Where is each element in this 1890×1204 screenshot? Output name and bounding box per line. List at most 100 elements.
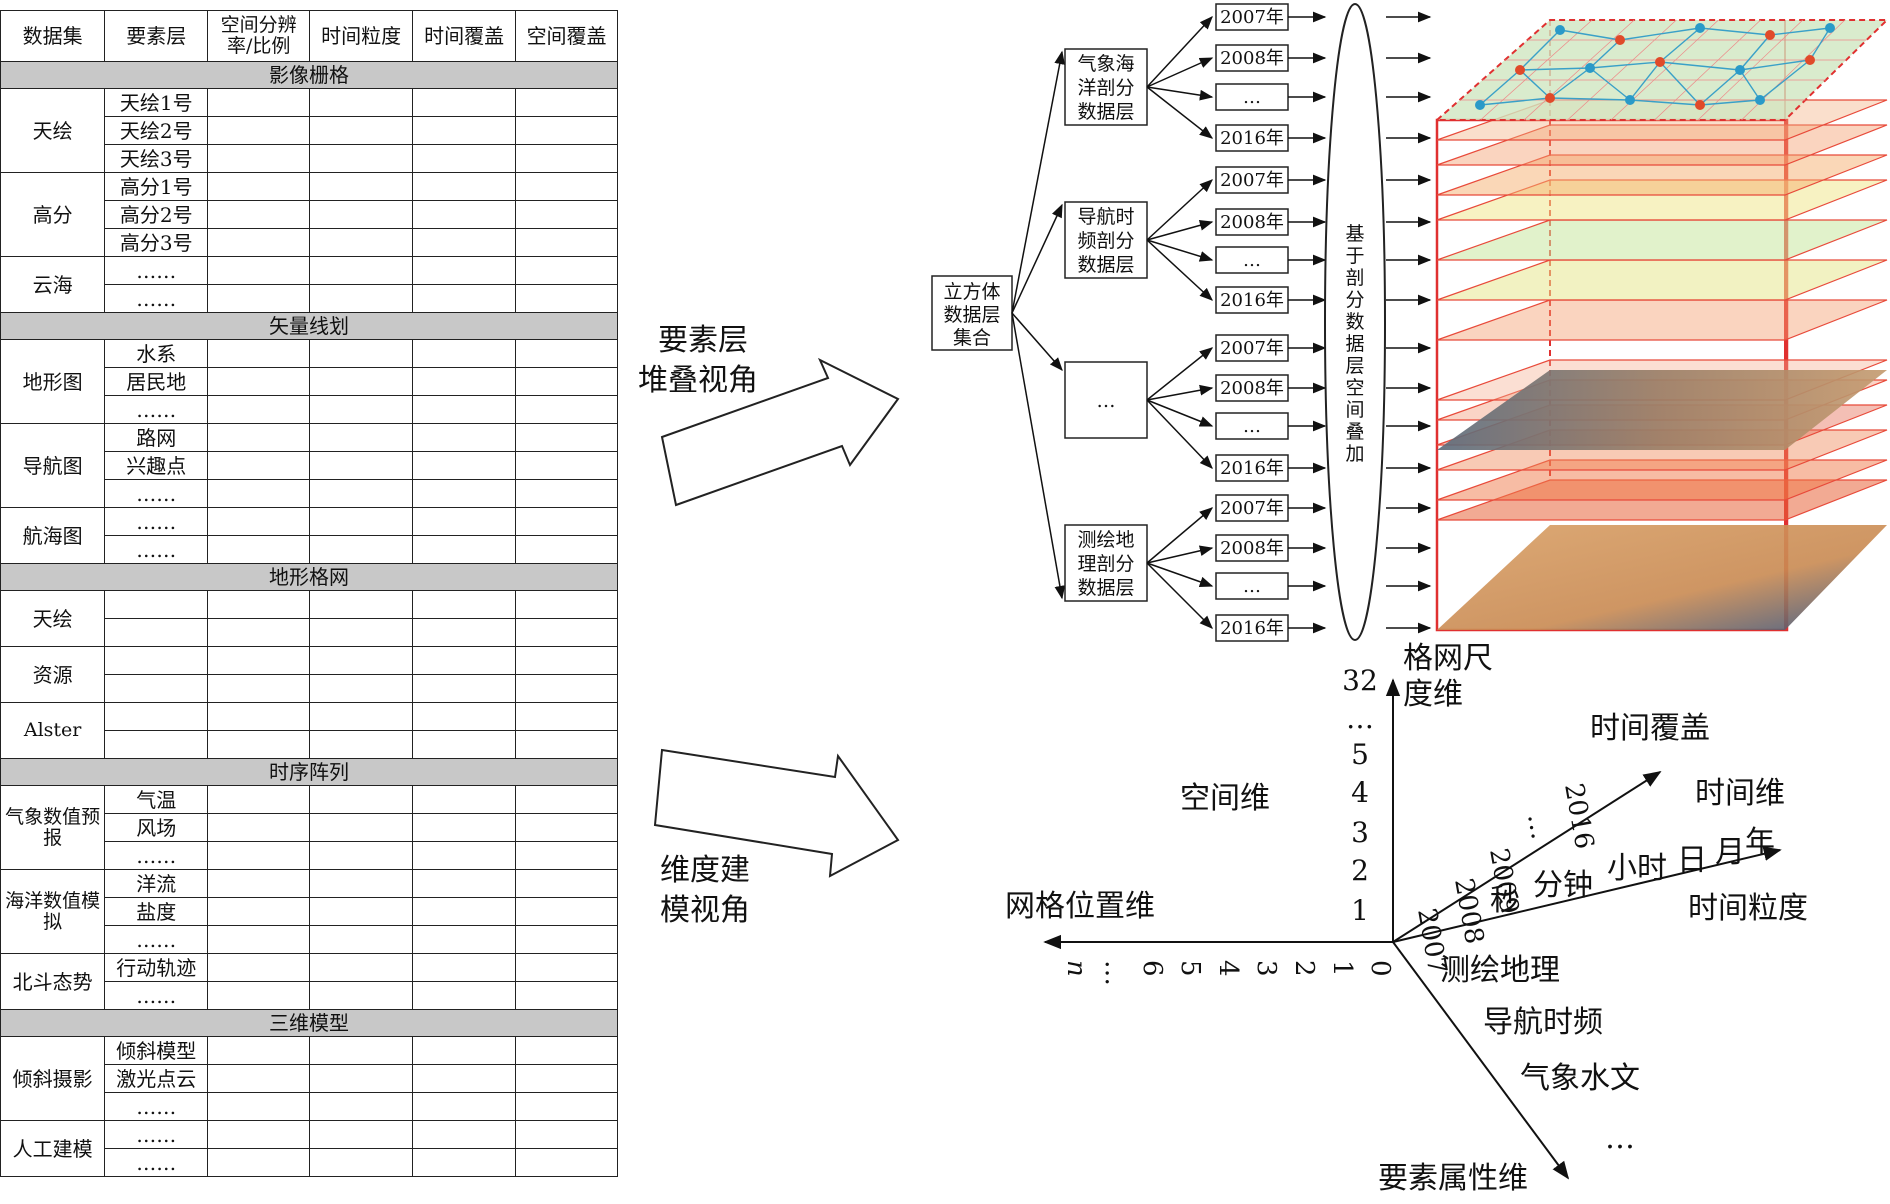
year-box bbox=[1215, 286, 1289, 314]
empty-cell bbox=[412, 897, 517, 926]
year-edge bbox=[1146, 562, 1213, 629]
empty-cell bbox=[515, 618, 618, 647]
ellipse-char: 分 bbox=[1345, 289, 1364, 311]
branch-label-line: 洋剖分 bbox=[1077, 77, 1134, 99]
table-section-row: 影像栅格 bbox=[0, 61, 618, 89]
element-cell: …… bbox=[104, 395, 209, 424]
network-edge bbox=[1549, 67, 1591, 99]
table-row: 资源 bbox=[0, 646, 618, 703]
year-box bbox=[1215, 83, 1289, 111]
network-node bbox=[1765, 30, 1775, 40]
empty-cell bbox=[207, 1036, 311, 1065]
ellipse-char: 于 bbox=[1345, 245, 1364, 267]
tree-branches: 气象海洋剖分数据层2007年2008年…2016年导航时频剖分数据层2007年2… bbox=[1011, 3, 1327, 642]
network-node bbox=[1695, 100, 1705, 110]
year-edge bbox=[1146, 86, 1214, 101]
axis-grid-scale-title-1: 格网尺 bbox=[1403, 641, 1493, 676]
axis-time-coverage-title: 时间覆盖 bbox=[1590, 711, 1710, 746]
network-edge bbox=[1589, 67, 1631, 101]
year-label: 2008年 bbox=[1220, 48, 1284, 69]
empty-cell bbox=[412, 1120, 517, 1149]
network-node bbox=[1825, 23, 1835, 33]
empty-cell bbox=[515, 897, 618, 926]
time-granularity-tick: 小时 bbox=[1607, 851, 1667, 886]
empty-cell bbox=[515, 423, 618, 452]
imagery-layer bbox=[1437, 370, 1887, 450]
year-box bbox=[1215, 3, 1289, 31]
table-section-row: 地形格网 bbox=[0, 563, 618, 591]
axis-time-coverage bbox=[1392, 771, 1662, 943]
empty-cell bbox=[309, 507, 414, 536]
axis-time-granularity bbox=[1392, 846, 1782, 943]
year-box bbox=[1215, 534, 1289, 562]
branch-label-line: 数据层 bbox=[1077, 577, 1134, 599]
empty-cell bbox=[207, 813, 311, 842]
empty-cell bbox=[412, 200, 517, 229]
network-node bbox=[1695, 23, 1705, 33]
table-section-row: 时序阵列 bbox=[0, 758, 618, 786]
ellipse-char: 间 bbox=[1345, 399, 1364, 421]
element-cell: …… bbox=[104, 1092, 209, 1121]
empty-cell bbox=[515, 590, 618, 619]
tree-edge bbox=[1011, 203, 1063, 314]
empty-cell bbox=[412, 1036, 517, 1065]
table-row: 高分2号 bbox=[1, 200, 618, 229]
year-box bbox=[1215, 454, 1289, 482]
year-edge bbox=[1146, 562, 1214, 588]
label-dimension-modeling-1: 维度建 bbox=[660, 853, 750, 888]
element-cell: 居民地 bbox=[104, 367, 209, 396]
empty-cell bbox=[412, 144, 517, 173]
empty-cell bbox=[309, 1148, 414, 1177]
tree-root-line: 集合 bbox=[953, 327, 991, 349]
table-row: 北斗态势行动轨迹 bbox=[0, 953, 618, 1010]
table-row: 倾斜摄影倾斜模型 bbox=[0, 1036, 618, 1121]
dataset-cell: 北斗态势 bbox=[0, 953, 106, 1010]
overlay-ellipse bbox=[1324, 3, 1386, 641]
empty-cell bbox=[309, 144, 414, 173]
network-edge bbox=[1739, 34, 1771, 71]
axis-feature-attr-title: 要素属性维 bbox=[1378, 1161, 1528, 1196]
grid-scale-tick: … bbox=[1346, 702, 1374, 735]
branch-label-line: 气象海 bbox=[1077, 53, 1134, 75]
network-node bbox=[1735, 65, 1745, 75]
year-edge bbox=[1146, 220, 1214, 241]
axis-time-granularity-ticks: 秒分钟小时日月年 bbox=[1490, 825, 1775, 918]
empty-cell bbox=[309, 172, 414, 201]
table-row: 航海图…… bbox=[0, 507, 618, 564]
empty-cell bbox=[309, 590, 414, 619]
element-cell: 倾斜模型 bbox=[104, 1036, 209, 1065]
empty-cell bbox=[207, 172, 311, 201]
grid-position-tick: 0 bbox=[1365, 960, 1395, 977]
element-cell: 兴趣点 bbox=[104, 451, 209, 480]
network-edge bbox=[1549, 97, 1631, 101]
grid-line bbox=[1523, 19, 1635, 121]
network-edge bbox=[1659, 61, 1701, 106]
stack-layer bbox=[1436, 219, 1888, 261]
empty-cell bbox=[515, 1120, 618, 1149]
empty-cell bbox=[515, 339, 618, 368]
year-box bbox=[1215, 614, 1289, 642]
ellipse-char: 层 bbox=[1345, 355, 1364, 377]
table-row: 盐度 bbox=[1, 897, 618, 926]
year-edge bbox=[1146, 399, 1214, 427]
stack-layer bbox=[1436, 124, 1888, 166]
empty-cell bbox=[309, 423, 414, 452]
header-element-layer: 要素层 bbox=[104, 10, 209, 62]
year-box bbox=[1215, 208, 1289, 236]
branch-label-line: 理剖分 bbox=[1077, 553, 1134, 575]
empty-cell bbox=[412, 423, 517, 452]
grid-position-tick: … bbox=[1099, 960, 1129, 986]
year-label: … bbox=[1243, 576, 1261, 597]
feature-attr-tick: 导航时频 bbox=[1483, 1005, 1603, 1040]
network-edge bbox=[1589, 39, 1621, 69]
axis-time-dim-label: 时间维 bbox=[1695, 776, 1785, 811]
empty-cell bbox=[515, 507, 618, 536]
empty-cell bbox=[515, 1064, 618, 1093]
year-edge bbox=[1146, 179, 1213, 241]
grid-position-tick: n bbox=[1061, 960, 1091, 977]
tree-root-line: 数据层 bbox=[943, 304, 1000, 326]
empty-cell bbox=[207, 953, 311, 982]
grid-position-tick: 1 bbox=[1327, 960, 1357, 977]
element-cell: 盐度 bbox=[104, 897, 209, 926]
